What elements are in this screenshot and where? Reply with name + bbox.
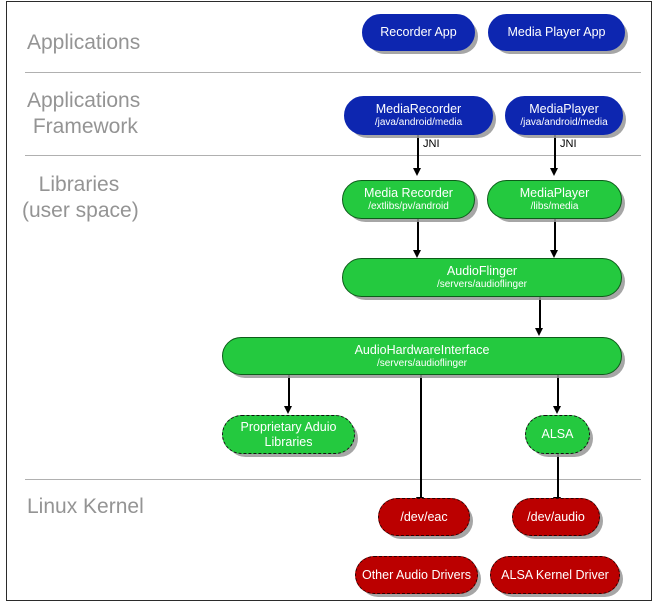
- node-audiohardwareinterface-path: /servers/audioflinger: [376, 357, 468, 369]
- node-alsa-kernel-driver[interactable]: ALSA Kernel Driver: [490, 556, 620, 594]
- node-other-audio-drivers-title: Other Audio Drivers: [361, 567, 472, 582]
- node-dev-audio-title: /dev/audio: [527, 509, 585, 524]
- node-dev-eac[interactable]: /dev/eac: [378, 498, 470, 536]
- divider-applications: [25, 72, 641, 73]
- layer-label-applications-framework-line2: Framework: [27, 115, 138, 138]
- connector-ahi-alsa: [557, 375, 559, 407]
- arrowhead-ahi-proprietary: [284, 406, 292, 414]
- node-mediarecorder-framework-title: MediaRecorder: [375, 102, 462, 116]
- divider-linux-kernel: [25, 479, 641, 480]
- connector-ahi-proprietary: [288, 375, 290, 407]
- edge-label-jni-right: JNI: [560, 138, 577, 150]
- node-audioflinger[interactable]: AudioFlinger /servers/audioflinger: [342, 258, 622, 297]
- divider-framework: [25, 155, 641, 156]
- node-media-player-library-path: /libs/media: [530, 201, 579, 212]
- node-media-player-app[interactable]: Media Player App: [488, 14, 625, 51]
- arrowhead-mediaplayerlib-audioflinger: [550, 250, 558, 258]
- node-dev-audio[interactable]: /dev/audio: [512, 498, 600, 536]
- node-dev-eac-title: /dev/eac: [400, 509, 448, 524]
- layer-label-applications: Applications: [27, 31, 141, 54]
- node-media-recorder-library-path: /extlibs/pv/android: [368, 201, 449, 212]
- node-proprietary-audio-libraries-title: Proprietary Aduio Libraries: [240, 419, 337, 449]
- connector-alsa-devaudio: [557, 453, 559, 498]
- node-media-player-library[interactable]: MediaPlayer /libs/media: [487, 180, 622, 219]
- layer-label-applications-framework-line1: Applications: [27, 89, 141, 112]
- node-proprietary-audio-libraries[interactable]: Proprietary Aduio Libraries: [222, 415, 355, 454]
- node-audioflinger-title: AudioFlinger: [446, 264, 518, 278]
- connector-mediaplayerlib-audioflinger: [554, 219, 556, 252]
- node-audioflinger-path: /servers/audioflinger: [436, 279, 528, 290]
- node-recorder-app[interactable]: Recorder App: [362, 14, 475, 51]
- node-mediaplayer-framework-path: /java/android/media: [520, 117, 608, 128]
- arrowhead-audioflinger-audiohardwareinterface: [535, 328, 543, 336]
- connector-audioflinger-audiohardwareinterface: [539, 297, 541, 330]
- connector-mediarecorder-jni: [417, 135, 419, 171]
- node-other-audio-drivers[interactable]: Other Audio Drivers: [355, 556, 478, 594]
- node-media-player-app-title: Media Player App: [507, 25, 606, 39]
- node-mediarecorder-framework-path: /java/android/media: [374, 117, 463, 128]
- node-media-player-library-title: MediaPlayer: [519, 186, 590, 200]
- connector-ahi-deveac: [420, 375, 422, 498]
- arrowhead-mediaplayer-jni: [550, 168, 558, 176]
- connector-mediarecorderlib-audioflinger: [417, 219, 419, 252]
- node-audiohardwareinterface[interactable]: AudioHardwareInterface /servers/audiofli…: [222, 337, 622, 375]
- node-media-recorder-library[interactable]: Media Recorder /extlibs/pv/android: [342, 180, 475, 219]
- node-alsa[interactable]: ALSA: [525, 415, 590, 454]
- node-recorder-app-title: Recorder App: [380, 25, 457, 39]
- layer-label-libraries-line1: Libraries: [27, 173, 120, 196]
- layer-label-linux-kernel: Linux Kernel: [27, 495, 144, 518]
- node-alsa-kernel-driver-title: ALSA Kernel Driver: [501, 567, 609, 582]
- node-mediaplayer-framework[interactable]: MediaPlayer /java/android/media: [505, 96, 623, 135]
- node-mediarecorder-framework[interactable]: MediaRecorder /java/android/media: [344, 96, 493, 135]
- connector-mediaplayer-jni: [554, 135, 556, 171]
- node-audiohardwareinterface-title: AudioHardwareInterface: [354, 342, 490, 357]
- layer-label-libraries-line2: (user space): [22, 199, 139, 222]
- node-mediaplayer-framework-title: MediaPlayer: [529, 102, 599, 116]
- edge-label-jni-left: JNI: [423, 138, 440, 150]
- arrowhead-mediarecorder-jni: [413, 168, 421, 176]
- arrowhead-ahi-alsa: [553, 406, 561, 414]
- node-alsa-title: ALSA: [541, 427, 574, 441]
- node-media-recorder-library-title: Media Recorder: [364, 186, 453, 200]
- arrowhead-mediarecorderlib-audioflinger: [413, 250, 421, 258]
